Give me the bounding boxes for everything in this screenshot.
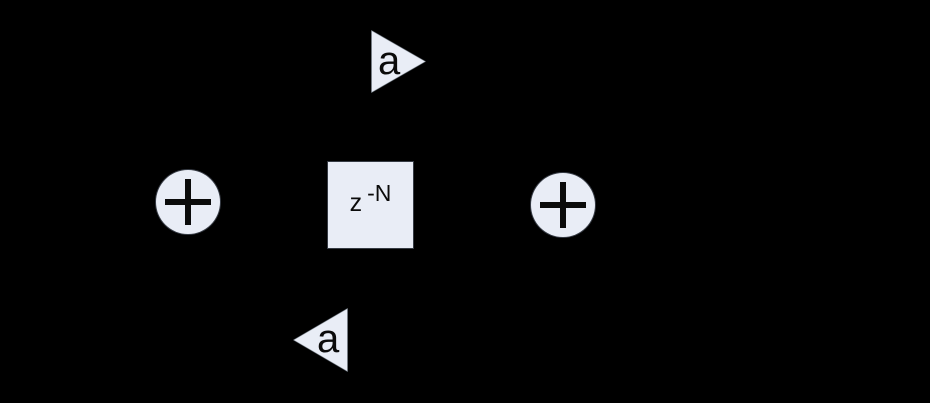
delay-label: z -N (349, 181, 392, 217)
gain-label-bottom: a (317, 317, 340, 362)
delay-block: z -N (328, 162, 413, 248)
summation-node-left (156, 170, 220, 234)
triangle-right-icon (371, 30, 426, 93)
gain-block-bottom: a (293, 308, 348, 372)
gain-block-top: a (371, 30, 426, 93)
delay-exponent: -N (367, 179, 392, 206)
triangle-left-icon (293, 308, 348, 372)
delay-base-symbol: z (349, 188, 363, 217)
plus-icon (156, 170, 220, 234)
summation-node-right (531, 173, 595, 237)
plus-icon (531, 173, 595, 237)
gain-label-top: a (378, 38, 401, 83)
